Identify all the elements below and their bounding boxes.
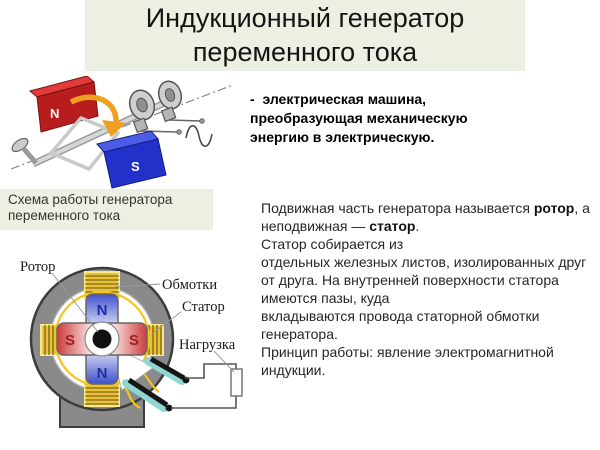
south-pole-letter: S: [131, 159, 140, 174]
rotation-arrow-icon: [69, 94, 126, 137]
body-text: Подвижная часть генератора называется ро…: [261, 200, 590, 378]
label-load: Нагрузка: [179, 337, 236, 353]
load-resistor: [230, 368, 243, 397]
generator-cross-section-diagram: N S S N Ротор Обмотки Стато: [20, 259, 243, 428]
north-pole-letter: N: [50, 106, 59, 121]
wire-loop: [49, 116, 120, 171]
label-stator: Статор: [182, 299, 225, 315]
label-windings: Обмотки: [162, 277, 217, 293]
output-wires: [140, 118, 205, 135]
definition-text: - электрическая машина, преобразующая ме…: [250, 91, 468, 145]
callout-lines: [51, 272, 235, 373]
south-magnet: S: [96, 130, 167, 189]
pole-letter-right: S: [129, 332, 139, 349]
rotor-shaft-dot: [92, 329, 112, 349]
page-title: Индукционный генератор переменного тока: [85, 0, 525, 71]
rotor: N S S N: [56, 293, 148, 385]
load-circuit: [171, 363, 243, 409]
crank-handle-icon: [11, 137, 38, 165]
north-magnet: N: [28, 76, 99, 133]
label-rotor: Ротор: [20, 259, 55, 275]
sine-wave-icon: [185, 125, 213, 147]
brushes: [122, 356, 190, 412]
scheme-caption: Схема работы генератора переменного тока: [0, 189, 213, 230]
slip-rings-icon: [128, 80, 183, 134]
pole-letter-left: S: [65, 332, 75, 349]
pole-letter-bottom: N: [97, 365, 108, 382]
hand-crank-generator-illustration: N S: [10, 76, 234, 189]
pole-letter-top: N: [97, 302, 108, 319]
